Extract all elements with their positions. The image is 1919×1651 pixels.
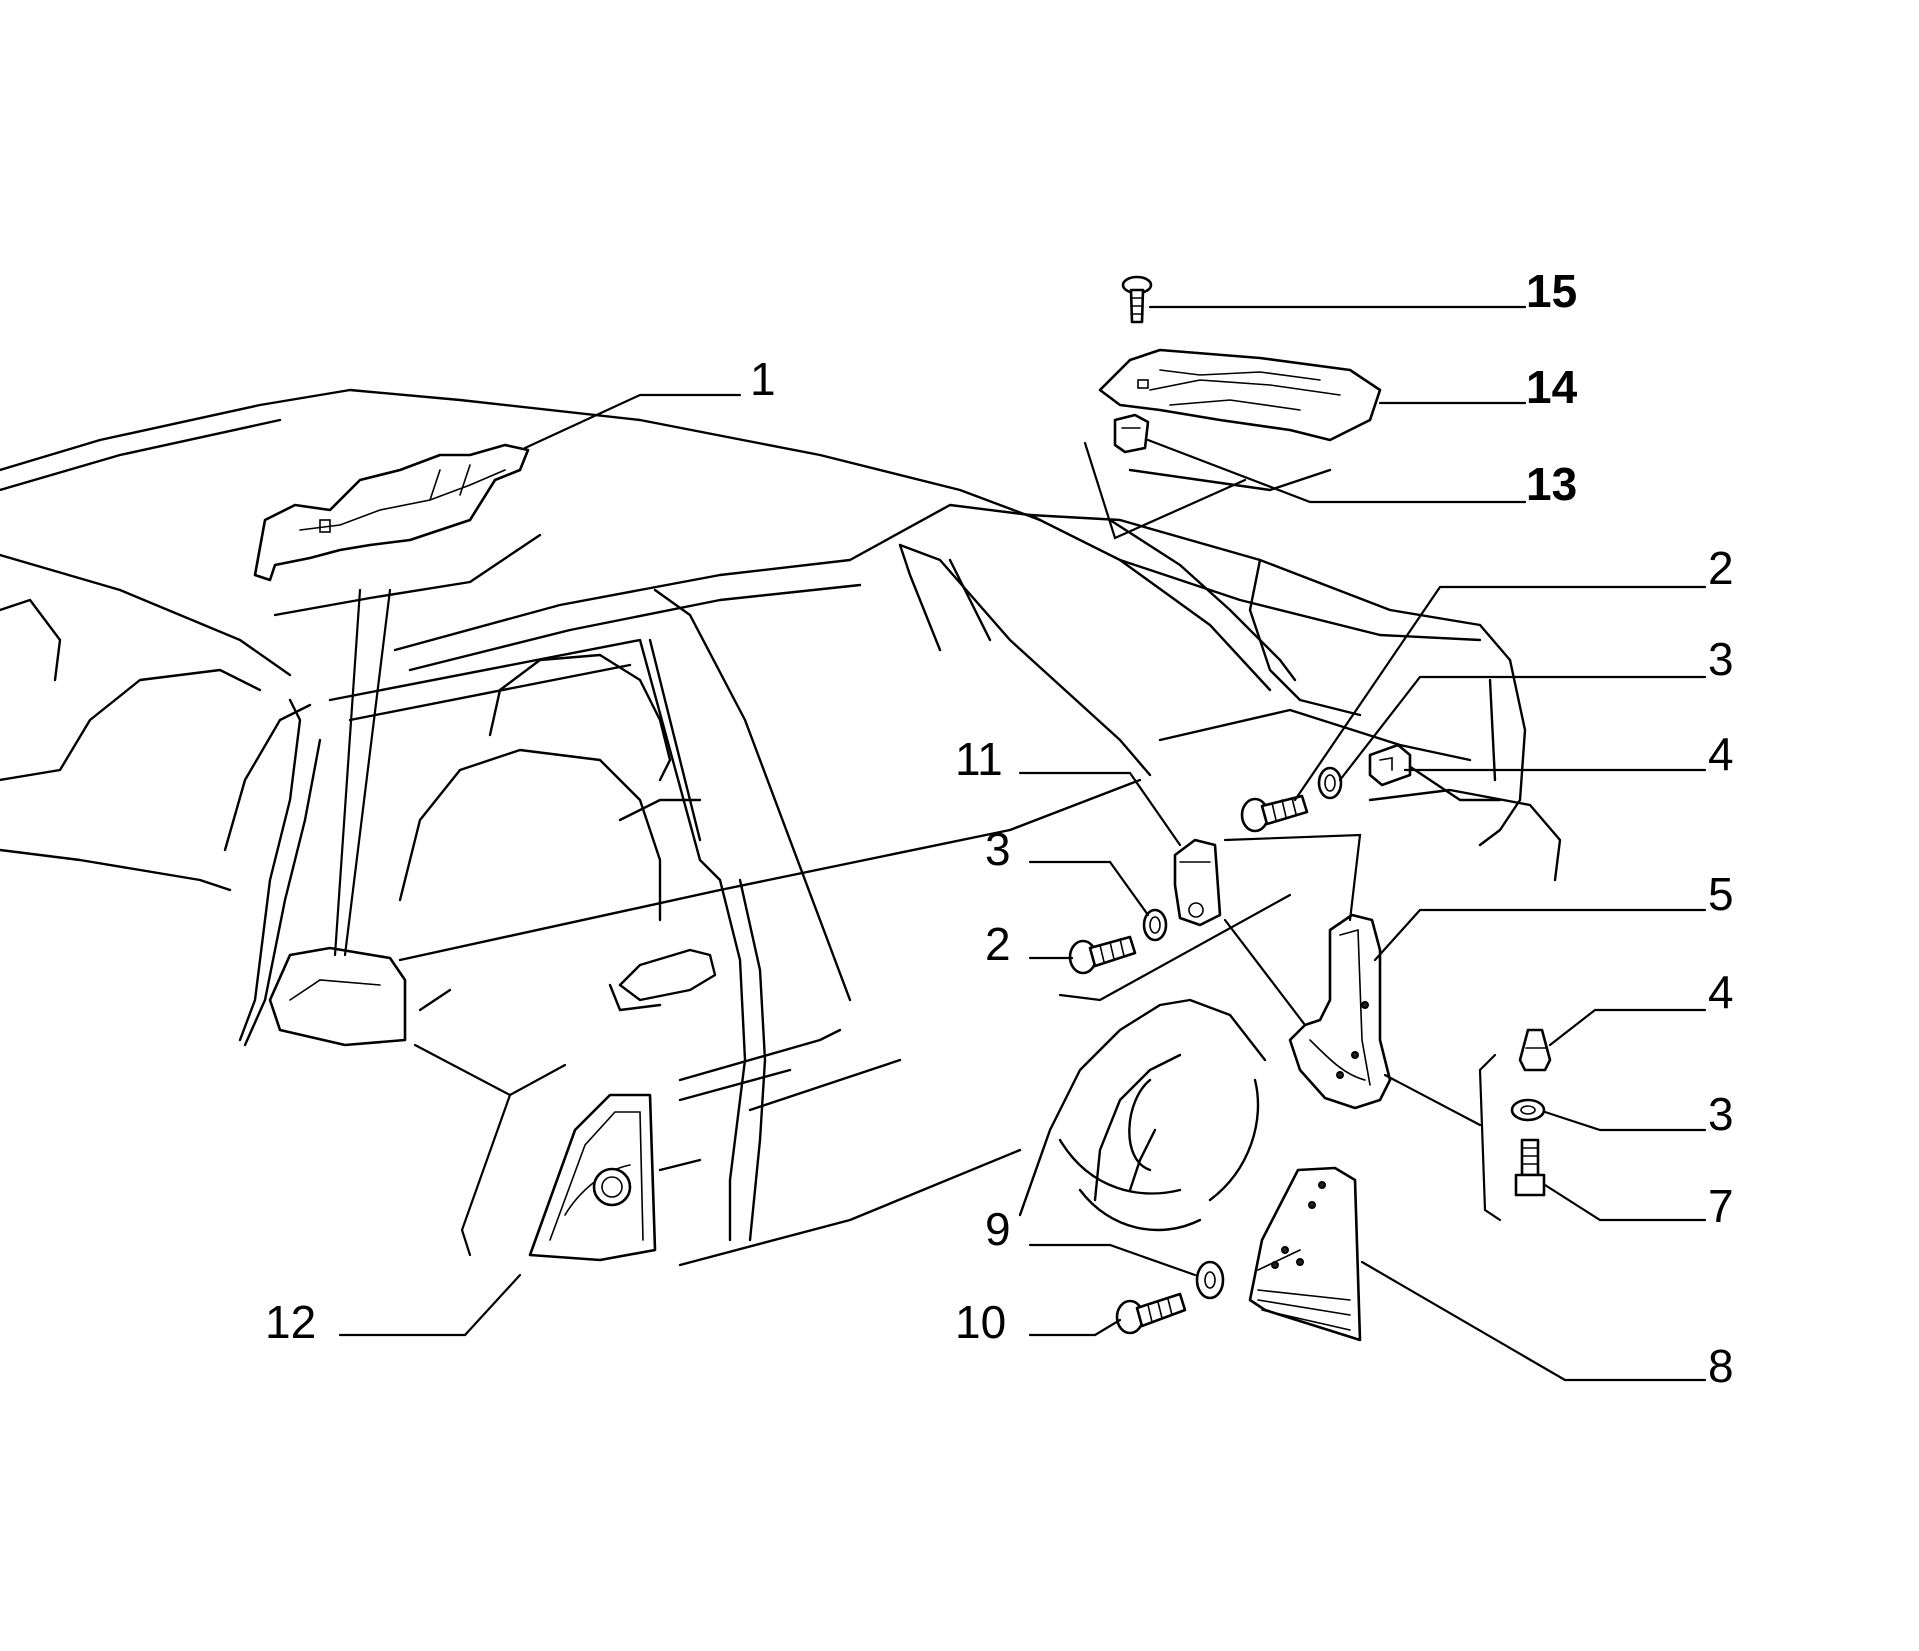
callout-4-right: 4: [1708, 728, 1734, 780]
screw-part-7: [1514, 1138, 1546, 1197]
callout-3-lower: 3: [1708, 1088, 1734, 1140]
callout-9: 9: [985, 1203, 1011, 1255]
leader-lines: [333, 305, 1707, 1382]
nut-part-4-right: [1368, 743, 1412, 787]
washer-part-3-lower: [1510, 1098, 1546, 1122]
callout-4-lower: 4: [1708, 966, 1734, 1018]
callout-1: 1: [750, 353, 776, 405]
washer-part-3-right: [1317, 766, 1343, 800]
callout-2-left: 2: [985, 918, 1011, 970]
callout-8: 8: [1708, 1340, 1734, 1392]
callout-2-right: 2: [1708, 542, 1734, 594]
callout-5: 5: [1708, 868, 1734, 920]
side-marker-lamp-part-12: [528, 1093, 657, 1262]
callout-14: 14: [1526, 361, 1578, 413]
roof-mount-bracket: [273, 533, 542, 617]
nut-part-4-lower: [1518, 1028, 1552, 1072]
trunk-cover-part-14: [1098, 348, 1382, 442]
callout-15: 15: [1526, 265, 1577, 317]
callout-13: 13: [1526, 458, 1577, 510]
callout-11: 11: [955, 733, 1003, 785]
car-body-outline: [0, 388, 1562, 1267]
splash-shield-part-5: [1288, 913, 1392, 1110]
washer-part-3-left: [1142, 908, 1168, 942]
bolt-part-2-right: [1240, 794, 1309, 833]
roof-trim-part-1: [253, 443, 530, 582]
clip-part-13: [1113, 413, 1150, 454]
callout-12: 12: [265, 1296, 316, 1348]
callout-7: 7: [1708, 1180, 1734, 1232]
bolt-part-2-left: [1068, 935, 1137, 975]
mud-flap-part-8: [1248, 1166, 1362, 1342]
stack-bracket-line: [1478, 1053, 1502, 1222]
c-pillar-trim-block: [268, 946, 407, 1047]
bracket-part-11: [1173, 838, 1222, 927]
callout-10: 10: [955, 1296, 1006, 1348]
callout-labels: 1 2 3 4 5 11 3 2 4 3 7 9 10 8 12 13 14 1…: [265, 265, 1734, 1392]
screw-part-15: [1121, 275, 1153, 324]
callout-3-right: 3: [1708, 633, 1734, 685]
callout-3-left: 3: [985, 823, 1011, 875]
bolt-part-10: [1115, 1292, 1187, 1335]
washer-part-9: [1195, 1260, 1225, 1300]
